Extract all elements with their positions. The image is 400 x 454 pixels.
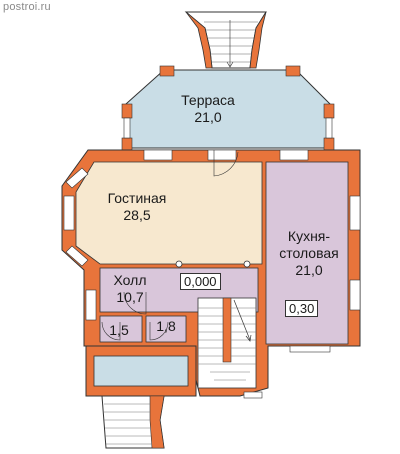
terrace-label: Терраса 21,0 [172,92,244,126]
living-area: 28,5 [123,207,151,223]
living-label: Гостиная 28,5 [100,190,174,224]
kitchen-name-line1: Кухня- [287,228,331,244]
hall-area: 10,7 [116,289,144,305]
inner-stairs [197,297,257,389]
kitchen-name-line2: столовая [279,245,339,261]
windows [63,117,361,399]
markers [175,260,251,268]
doors [101,150,239,341]
hall-label: Холл 10,7 [106,272,154,306]
wc2-area: 1,8 [156,318,176,334]
living-name: Гостиная [107,190,167,206]
kitchen-area: 21,0 [295,262,323,278]
terrace-name: Терраса [181,92,235,108]
kitchen-level-mark: 0,30 [285,300,319,317]
kitchen-label: Кухня- столовая 21,0 [268,228,350,279]
top-stairs [184,11,267,69]
living-room [75,161,263,265]
watermark-text: postroi.ru [3,1,51,13]
terrace-area: 21,0 [194,109,222,125]
wc-rooms [99,315,187,343]
entry-vestibule [85,345,197,397]
hall-level-mark: 0,000 [180,273,221,290]
terrace [121,65,335,151]
hall-name: Холл [113,272,147,288]
entry-stairs [101,395,165,449]
wc1-area: 1,5 [109,322,129,338]
